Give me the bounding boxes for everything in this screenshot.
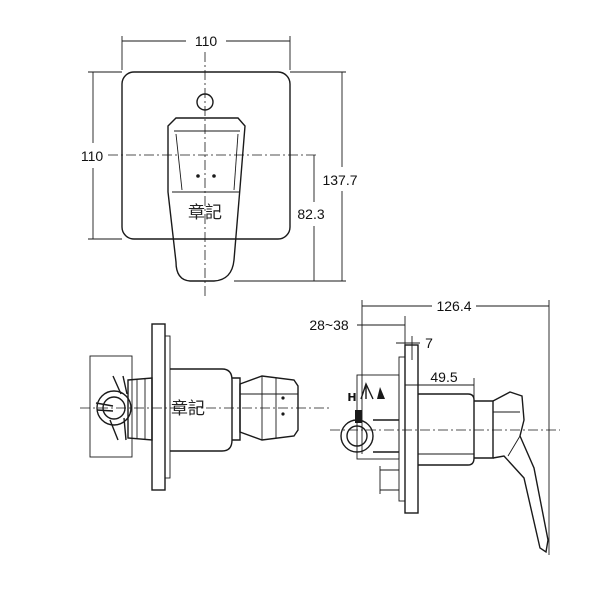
screw-dot xyxy=(281,412,285,416)
dim-body-depth: 49.5 xyxy=(430,369,457,385)
fitting-body xyxy=(373,419,399,453)
valve-body xyxy=(127,377,153,441)
valve-box-outline xyxy=(89,355,133,458)
handle-edge xyxy=(175,133,183,191)
side-view: 章記 xyxy=(80,323,330,491)
hot-symbol: H xyxy=(347,391,356,404)
cartridge-neck xyxy=(232,377,241,441)
screw-dot xyxy=(212,174,216,178)
lever-handle xyxy=(492,391,549,554)
handle-edge xyxy=(233,133,239,191)
cartridge-body xyxy=(170,368,233,452)
cartridge-neck xyxy=(474,400,494,459)
plate-rim xyxy=(164,335,171,479)
section-view: 126.4 28~38 7 49.5 H xyxy=(309,298,560,555)
watermark: 章記 xyxy=(171,399,205,419)
mounting-plate xyxy=(404,344,419,514)
dim-top-height: 110 xyxy=(81,148,104,164)
dim-overall-height: 137.7 xyxy=(322,172,357,188)
mounting-plate xyxy=(151,323,166,491)
flow-icon xyxy=(360,382,374,400)
wall-plate xyxy=(121,71,291,240)
dim-wall-range: 28~38 xyxy=(309,317,349,333)
screw-dot xyxy=(196,174,200,178)
temperature-icon xyxy=(355,410,362,423)
dim-top-width: 110 xyxy=(195,33,218,49)
handle-side xyxy=(239,375,299,441)
plate-rim xyxy=(398,356,406,502)
watermark: 章記 xyxy=(188,203,222,223)
screw-dot xyxy=(281,396,285,400)
valve-body xyxy=(418,393,475,466)
valve-box-outline xyxy=(356,374,400,460)
diverter-button xyxy=(196,93,214,111)
front-view: 110 110 137.7 82.3 章記 xyxy=(81,33,358,298)
dim-overall-depth: 126.4 xyxy=(436,298,471,314)
shower-icon xyxy=(377,387,385,399)
lever-edge xyxy=(493,411,521,457)
dim-plate-gap: 7 xyxy=(425,335,433,351)
handle-edge xyxy=(172,130,240,193)
inlet-bore xyxy=(346,425,368,447)
dim-handle-offset: 82.3 xyxy=(297,206,324,222)
bracket-arm xyxy=(95,375,128,441)
lever-handle xyxy=(167,117,246,282)
